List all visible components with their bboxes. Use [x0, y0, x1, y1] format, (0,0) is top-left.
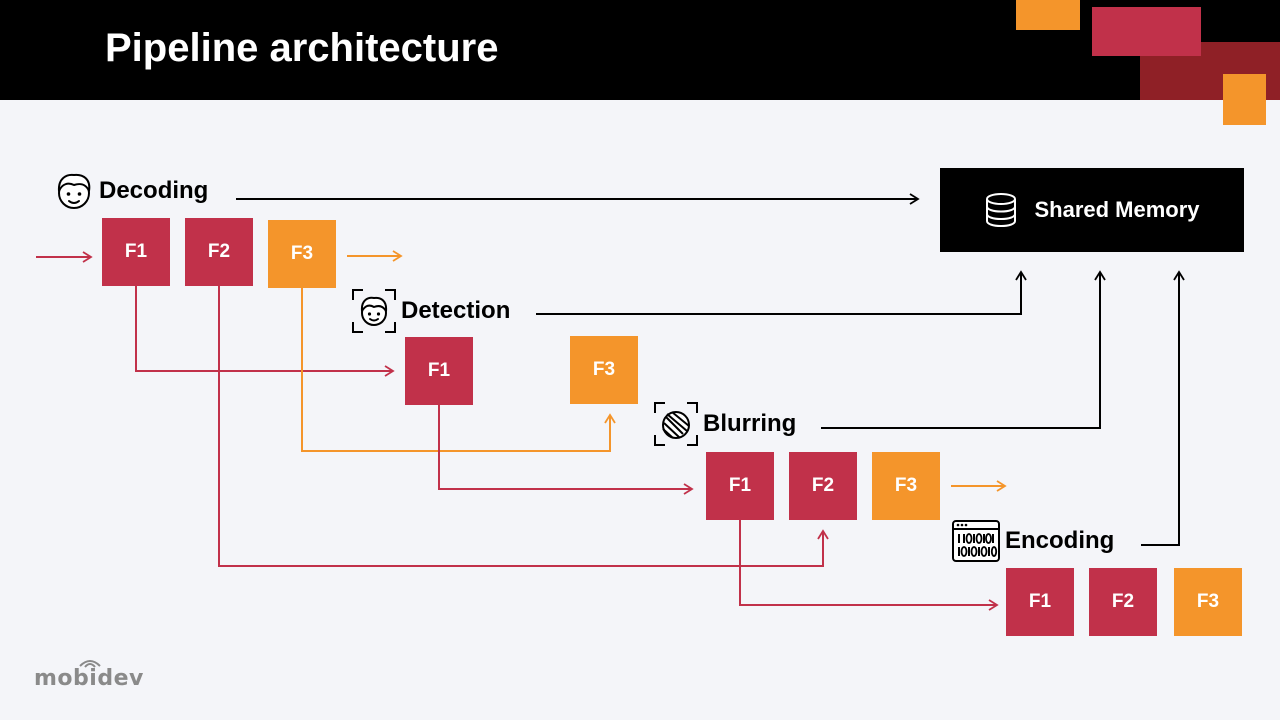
frame-blurring-f1: F1 [706, 452, 774, 520]
slide-title: Pipeline architecture [105, 26, 499, 70]
frame-encoding-f2: F2 [1089, 568, 1157, 636]
binary-code-icon [952, 520, 1000, 562]
flow-decoding-f2-blurring-f2 [218, 286, 829, 567]
brand-logo: mobidev [34, 666, 144, 691]
stage-encoding: Encoding [951, 518, 1114, 564]
stage-label-decoding: Decoding [99, 177, 209, 204]
frame-blurring-f3: F3 [872, 452, 940, 520]
frame-encoding-f1: F1 [1006, 568, 1074, 636]
flow-decoding-f1-detection-f1 [135, 286, 395, 377]
decor-square-orange-top [1016, 0, 1080, 30]
decor-square-red [1092, 7, 1201, 56]
blurred-face-icon [654, 402, 698, 446]
flow-decoding-f3-detection-f3 [301, 288, 616, 452]
frame-encoding-f3: F3 [1174, 568, 1242, 636]
frame-decoding-f2: F2 [185, 218, 253, 286]
frame-detection-f1: F1 [405, 337, 473, 405]
stage-detection: Detection [351, 288, 510, 334]
flow-detection-f1-blurring-f1 [438, 404, 694, 495]
stage-label-detection: Detection [401, 297, 511, 324]
shared-memory-box: Shared Memory [940, 168, 1244, 252]
flow-blurring-f1-encoding-f1 [739, 519, 999, 611]
stage-label-encoding: Encoding [1005, 527, 1115, 554]
face-icon [57, 173, 91, 209]
shared-memory-label: Shared Memory [1034, 197, 1200, 222]
frame-blurring-f2: F2 [789, 452, 857, 520]
frame-decoding-f3: F3 [268, 220, 336, 288]
signal-icon [79, 660, 101, 668]
arrow-detection-to-memory [536, 270, 1027, 315]
face-scan-icon [352, 289, 396, 333]
frame-detection-f3: F3 [570, 336, 638, 404]
database-icon [986, 193, 1017, 228]
frame-decoding-f1: F1 [102, 218, 170, 286]
stage-decoding: Decoding [53, 170, 208, 212]
arrow-encoding-to-memory [1141, 270, 1185, 546]
stage-blurring: Blurring [653, 401, 796, 447]
decor-square-orange-right [1223, 74, 1266, 125]
stage-label-blurring: Blurring [703, 410, 797, 437]
arrow-blurring-to-memory [821, 270, 1106, 429]
